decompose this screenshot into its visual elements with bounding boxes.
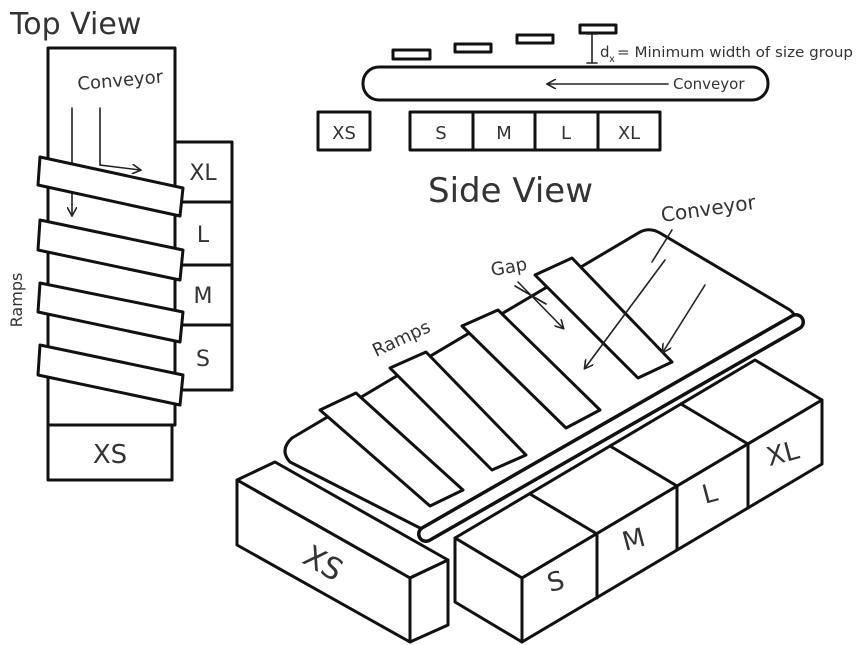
top-view-bin-xl-label: XL [189, 161, 217, 186]
top-view-bin-l-label: L [197, 223, 210, 248]
isometric-view: XS S M L XL [237, 190, 822, 642]
side-view-bin-m-label: M [496, 123, 512, 144]
top-view-bin-s-label: S [196, 347, 210, 372]
side-view-ramp [393, 50, 430, 59]
side-view-bin-xl-label: XL [618, 123, 640, 144]
side-view-bin-xs-label: XS [332, 123, 356, 144]
side-view-conveyor-label: Conveyor [673, 75, 745, 93]
side-view-title: Side View [428, 171, 593, 211]
side-view-bin-s-label: S [435, 123, 446, 144]
iso-conveyor-label: Conveyor [659, 190, 757, 227]
side-view-ramp [580, 25, 616, 33]
dimension-description: = Minimum width of size group [617, 45, 853, 61]
side-view-ramp [517, 35, 553, 43]
top-view-bins: XL L M S [175, 142, 232, 390]
side-view-ramps [393, 25, 616, 59]
iso-gap-label: Gap [489, 254, 528, 281]
top-view: Top View Conveyor XL L M S Ramps XS [7, 7, 232, 480]
side-view-bin-l-label: L [561, 123, 571, 144]
top-view-title: Top View [9, 7, 141, 42]
side-view-bins: S M L XL [410, 112, 660, 150]
side-view: d x = Minimum width of size group Convey… [318, 25, 853, 211]
dimension-subscript: x [609, 54, 615, 65]
top-view-bin-m-label: M [194, 284, 213, 309]
top-view-bin-xs-label: XS [93, 440, 127, 470]
side-view-dimension: d x = Minimum width of size group [587, 34, 853, 65]
top-view-ramps-label: Ramps [7, 273, 26, 328]
side-view-ramp [455, 44, 491, 52]
